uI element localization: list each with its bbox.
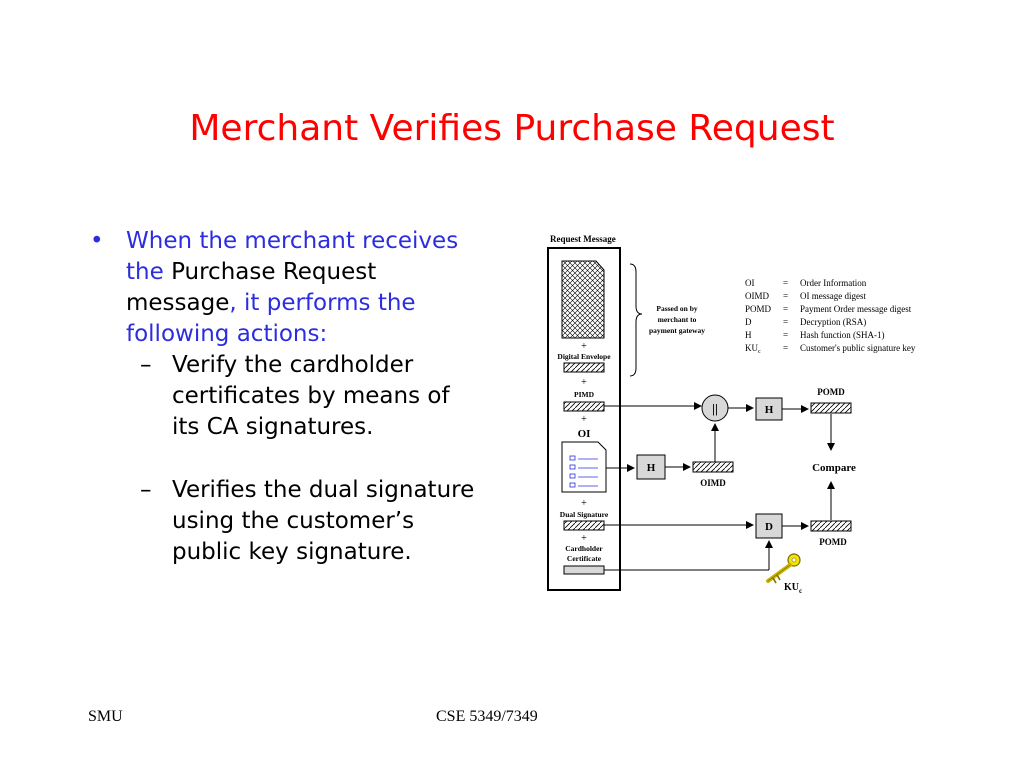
pomd-label-top: POMD xyxy=(817,387,845,397)
svg-text:Passed on by: Passed on by xyxy=(656,304,698,313)
svg-text:H: H xyxy=(647,462,656,474)
svg-text:Customer's public signature ke: Customer's public signature key xyxy=(800,343,916,353)
request-message-label: Request Message xyxy=(550,234,616,244)
svg-text:POMD: POMD xyxy=(745,304,772,314)
dual-signature-label: Dual Signature xyxy=(560,510,609,519)
pomd-block-top xyxy=(810,402,852,414)
footer-center: CSE 5349/7349 xyxy=(436,708,538,725)
hash-box-bottom xyxy=(636,454,666,480)
pomd-block-bottom xyxy=(810,520,852,532)
svg-text:OI message digest: OI message digest xyxy=(800,291,866,301)
oi-document-icon xyxy=(561,441,607,493)
svg-text:Decryption (RSA): Decryption (RSA) xyxy=(800,317,866,327)
cardholder-label: Cardholder xyxy=(565,544,603,553)
svg-text:merchant to: merchant to xyxy=(658,315,697,324)
svg-text:=: = xyxy=(783,317,788,327)
decrypt-box xyxy=(755,513,783,539)
svg-text:D: D xyxy=(745,317,752,327)
svg-text:+: + xyxy=(581,377,587,388)
bullet-dot: • xyxy=(90,228,104,254)
encrypted-document-icon xyxy=(561,260,605,339)
svg-text:H: H xyxy=(745,330,752,340)
svg-text:=: = xyxy=(783,330,788,340)
svg-text:=: = xyxy=(783,278,788,288)
pomd-label-bottom: POMD xyxy=(819,537,847,547)
brace xyxy=(629,263,643,377)
certificate-label: Certificate xyxy=(567,554,602,563)
certificate-block xyxy=(563,565,605,575)
svg-text:OIMD: OIMD xyxy=(745,291,769,301)
bullet-list: • When the merchant receives the Purchas… xyxy=(90,226,480,568)
slide-title: Merchant Verifies Purchase Request xyxy=(189,108,835,149)
svg-text:=: = xyxy=(783,291,788,301)
svg-text:payment gateway: payment gateway xyxy=(649,326,705,335)
bullet-main-part3: , it performs the following actions: xyxy=(126,290,416,347)
svg-text:Order Information: Order Information xyxy=(800,278,867,288)
compare-label: Compare xyxy=(812,462,856,474)
bullet-main-part1: When the merchant receives the xyxy=(126,228,459,285)
bullet-main-part2: Purchase Request message xyxy=(126,259,377,316)
bullet-main: • When the merchant receives the Purchas… xyxy=(90,226,480,350)
footer-left: SMU xyxy=(88,708,123,725)
key-icon xyxy=(766,553,801,584)
svg-text:H: H xyxy=(765,404,774,416)
svg-text:OI: OI xyxy=(745,278,755,288)
pimd-label: PIMD xyxy=(574,390,595,399)
pimd-block xyxy=(563,401,605,412)
oi-label: OI xyxy=(578,428,591,440)
svg-text:+: + xyxy=(581,341,587,352)
svg-text:+: + xyxy=(581,414,587,425)
sub-bullet-2: – Verifies the dual signature using the … xyxy=(140,477,475,565)
sub-bullet-1: – Verify the cardholder certificates by … xyxy=(140,352,450,440)
oimd-label: OIMD xyxy=(700,478,726,488)
sub-bullet-2-text: Verifies the dual signature using the cu… xyxy=(172,477,475,565)
svg-text:D: D xyxy=(765,521,773,533)
legend: OI = Order Information OIMD = OI message… xyxy=(745,278,916,355)
svg-text:=: = xyxy=(783,304,788,314)
ku-label: KUc xyxy=(784,582,802,595)
svg-text:Hash function (SHA-1): Hash function (SHA-1) xyxy=(800,330,885,340)
svg-text:+: + xyxy=(581,533,587,544)
svg-text:Payment Order message digest: Payment Order message digest xyxy=(800,304,912,314)
digital-envelope-label: Digital Envelope xyxy=(557,352,611,361)
svg-text:||: || xyxy=(712,401,718,416)
request-message-box xyxy=(547,247,621,591)
verification-diagram: Request Message + Digital Envelope + PIM… xyxy=(540,228,950,602)
sub-bullet-1-text: Verify the cardholder certificates by me… xyxy=(172,352,450,440)
dual-signature-block xyxy=(563,520,605,531)
svg-text:=: = xyxy=(783,343,788,353)
svg-text:KUc: KUc xyxy=(745,343,761,355)
oimd-block xyxy=(692,461,734,473)
svg-text:+: + xyxy=(581,498,587,509)
digital-envelope-block xyxy=(563,362,605,373)
